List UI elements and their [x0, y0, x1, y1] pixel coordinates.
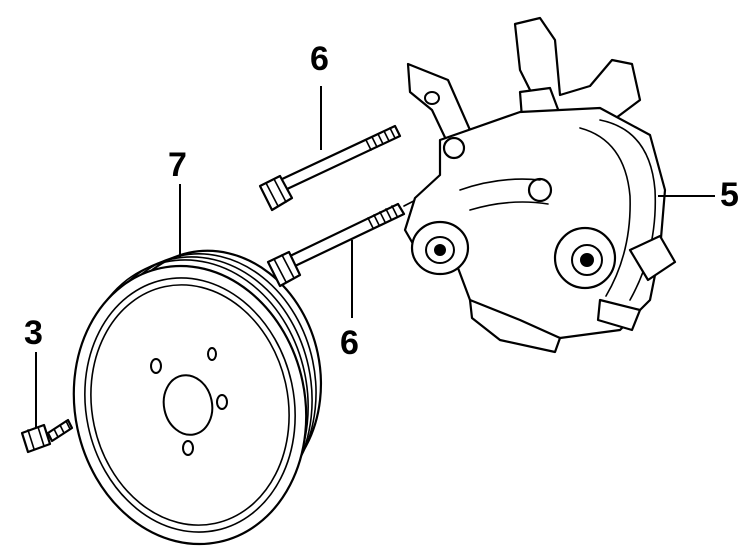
callout-bolt-upper: 6 [310, 40, 329, 78]
callout-pump: 5 [720, 176, 739, 214]
callout-pulley: 7 [168, 146, 187, 184]
small-bolt [20, 418, 74, 454]
callout-bolt-lower: 6 [340, 324, 359, 362]
callout-small-bolt: 3 [24, 314, 43, 352]
pulley [72, 249, 323, 546]
long-bolt-upper [258, 124, 402, 212]
power-steering-pump [403, 16, 677, 354]
